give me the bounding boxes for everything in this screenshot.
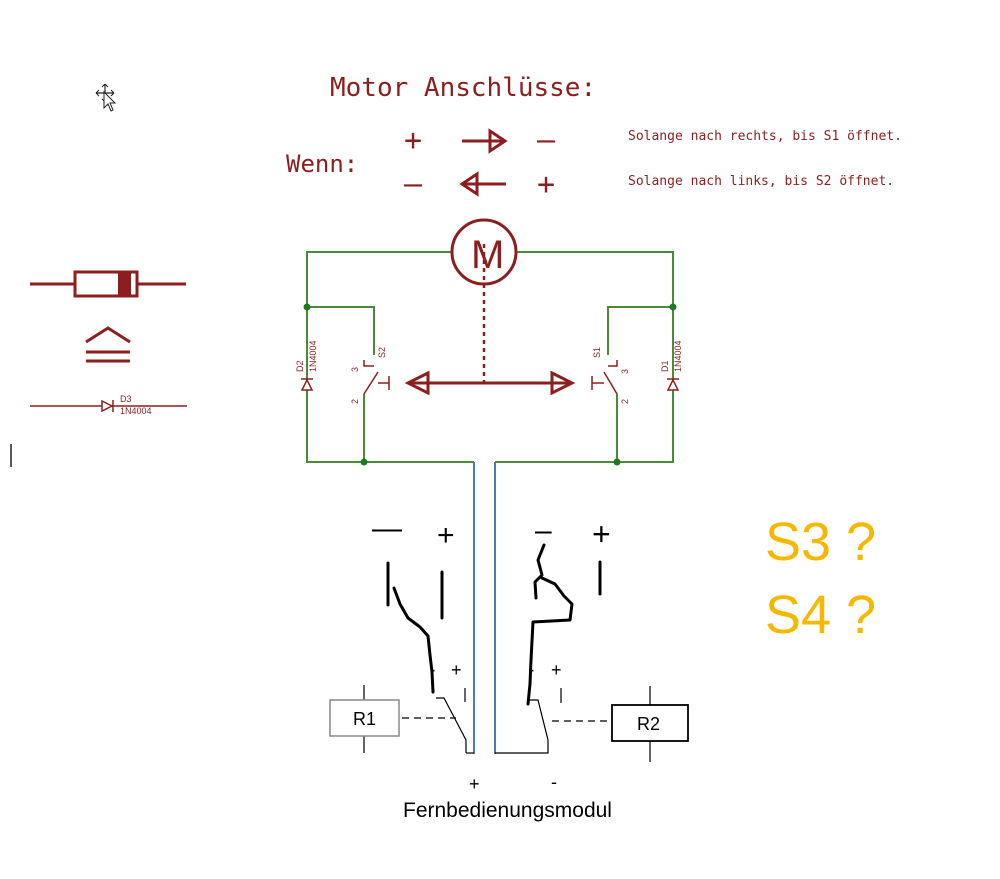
remote-plus: + (469, 774, 480, 794)
hand-right-plus: + (592, 516, 611, 552)
rule-2-right-sign: + (537, 167, 555, 202)
diode-d2: D2 1N4004 (295, 340, 318, 391)
d1-part: 1N4004 (673, 340, 683, 372)
relay-r2-contact-plus: + (551, 660, 562, 680)
rule-1-right-sign: – (537, 123, 556, 158)
relay-r1-contact-plus: + (451, 660, 462, 680)
rule-row-1: + – Solange nach rechts, bis S1 öffnet. (404, 123, 902, 158)
d3-name: D3 (120, 394, 132, 404)
hand-right-minus: – (535, 514, 552, 547)
move-cursor-icon (95, 83, 117, 112)
s2-name: S2 (377, 347, 387, 358)
rule-2-left-sign: – (404, 167, 423, 202)
d2-name: D2 (295, 360, 305, 372)
s1-pin-bottom: 2 (620, 399, 630, 404)
actuator-double-arrow (404, 370, 576, 396)
switch-s2: S2 3 2 (350, 347, 390, 404)
handwritten-left (386, 561, 444, 694)
d2-part: 1N4004 (308, 340, 318, 372)
d1-name: D1 (660, 360, 670, 372)
s2-pin-top: 3 (350, 367, 360, 372)
hand-left-minus: — (372, 512, 402, 545)
junction-dots (303, 303, 677, 466)
diode-icon (30, 270, 186, 298)
title: Motor Anschlüsse: (330, 73, 596, 103)
remote-minus: - (551, 772, 557, 792)
relay-r2-label: R2 (637, 714, 660, 734)
diode-d1: D1 1N4004 (660, 340, 683, 391)
question-s3: S3 ? (765, 512, 876, 572)
equivalence-icon (85, 326, 131, 363)
relay-r1-contact-dot: · (431, 662, 436, 679)
relay-r2-contact-dot: · (530, 662, 535, 679)
relay-r1-label: R1 (353, 709, 376, 729)
relay-r1: R1 · + (329, 660, 474, 754)
remote-label: Fernbedienungsmodul (403, 799, 612, 822)
wenn-label: Wenn: (286, 150, 358, 178)
rule-row-2: – + Solange nach links, bis S2 öffnet. (404, 167, 894, 202)
motor-icon: M (450, 218, 518, 382)
s1-pin-top: 3 (620, 369, 630, 374)
relay-r2: R2 · + (495, 660, 689, 762)
arrow-left-icon (459, 171, 506, 197)
switch-s1: S1 3 2 (591, 347, 630, 404)
diode-d3: D3 1N4004 (30, 394, 187, 416)
rule-1-text: Solange nach rechts, bis S1 öffnet. (628, 129, 902, 144)
hand-left-plus: + (437, 519, 455, 552)
motor-label: M (471, 233, 504, 277)
arrow-right-icon (462, 128, 508, 154)
handwritten-right (526, 543, 602, 706)
rule-2-text: Solange nach links, bis S2 öffnet. (628, 174, 894, 189)
d3-part: 1N4004 (120, 406, 152, 416)
s1-name: S1 (592, 347, 602, 358)
rule-1-left-sign: + (404, 123, 422, 158)
circuit-wires (306, 251, 674, 463)
s2-pin-bottom: 2 (350, 399, 360, 404)
remote-wires (473, 462, 496, 754)
question-s4: S4 ? (765, 585, 876, 645)
